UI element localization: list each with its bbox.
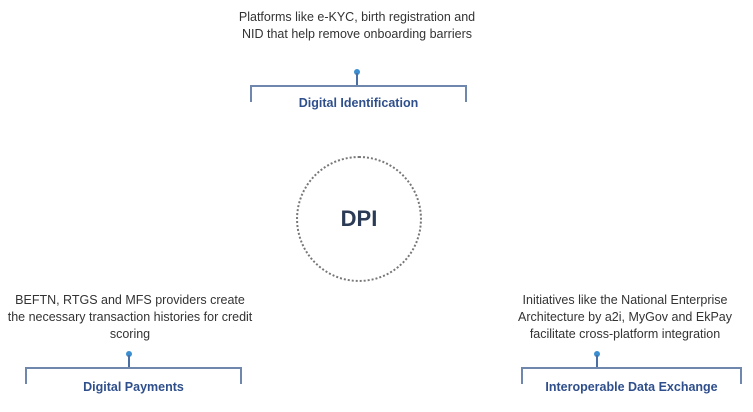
interoperable-data-exchange-title: Interoperable Data Exchange — [545, 380, 718, 394]
digital-identification-title: Digital Identification — [298, 96, 419, 110]
bracket — [250, 85, 467, 102]
bracket — [25, 367, 242, 384]
digital-identification-description: Platforms like e-KYC, birth registration… — [238, 10, 476, 41]
connector-stem — [356, 73, 358, 86]
digital-payments-description: BEFTN, RTGS and MFS providers create the… — [7, 293, 253, 341]
connector-stem — [596, 355, 598, 368]
connector-stem — [128, 355, 130, 368]
connector-dot — [126, 351, 132, 357]
digital-payments-title: Digital Payments — [83, 380, 184, 394]
interoperable-data-exchange-description: Initiatives like the National Enterprise… — [518, 293, 732, 341]
dpi-label: DPI — [340, 206, 378, 231]
bracket — [521, 367, 742, 384]
connector-dot — [354, 69, 360, 75]
connector-dot — [594, 351, 600, 357]
dpi-circle: DPI — [296, 156, 422, 282]
